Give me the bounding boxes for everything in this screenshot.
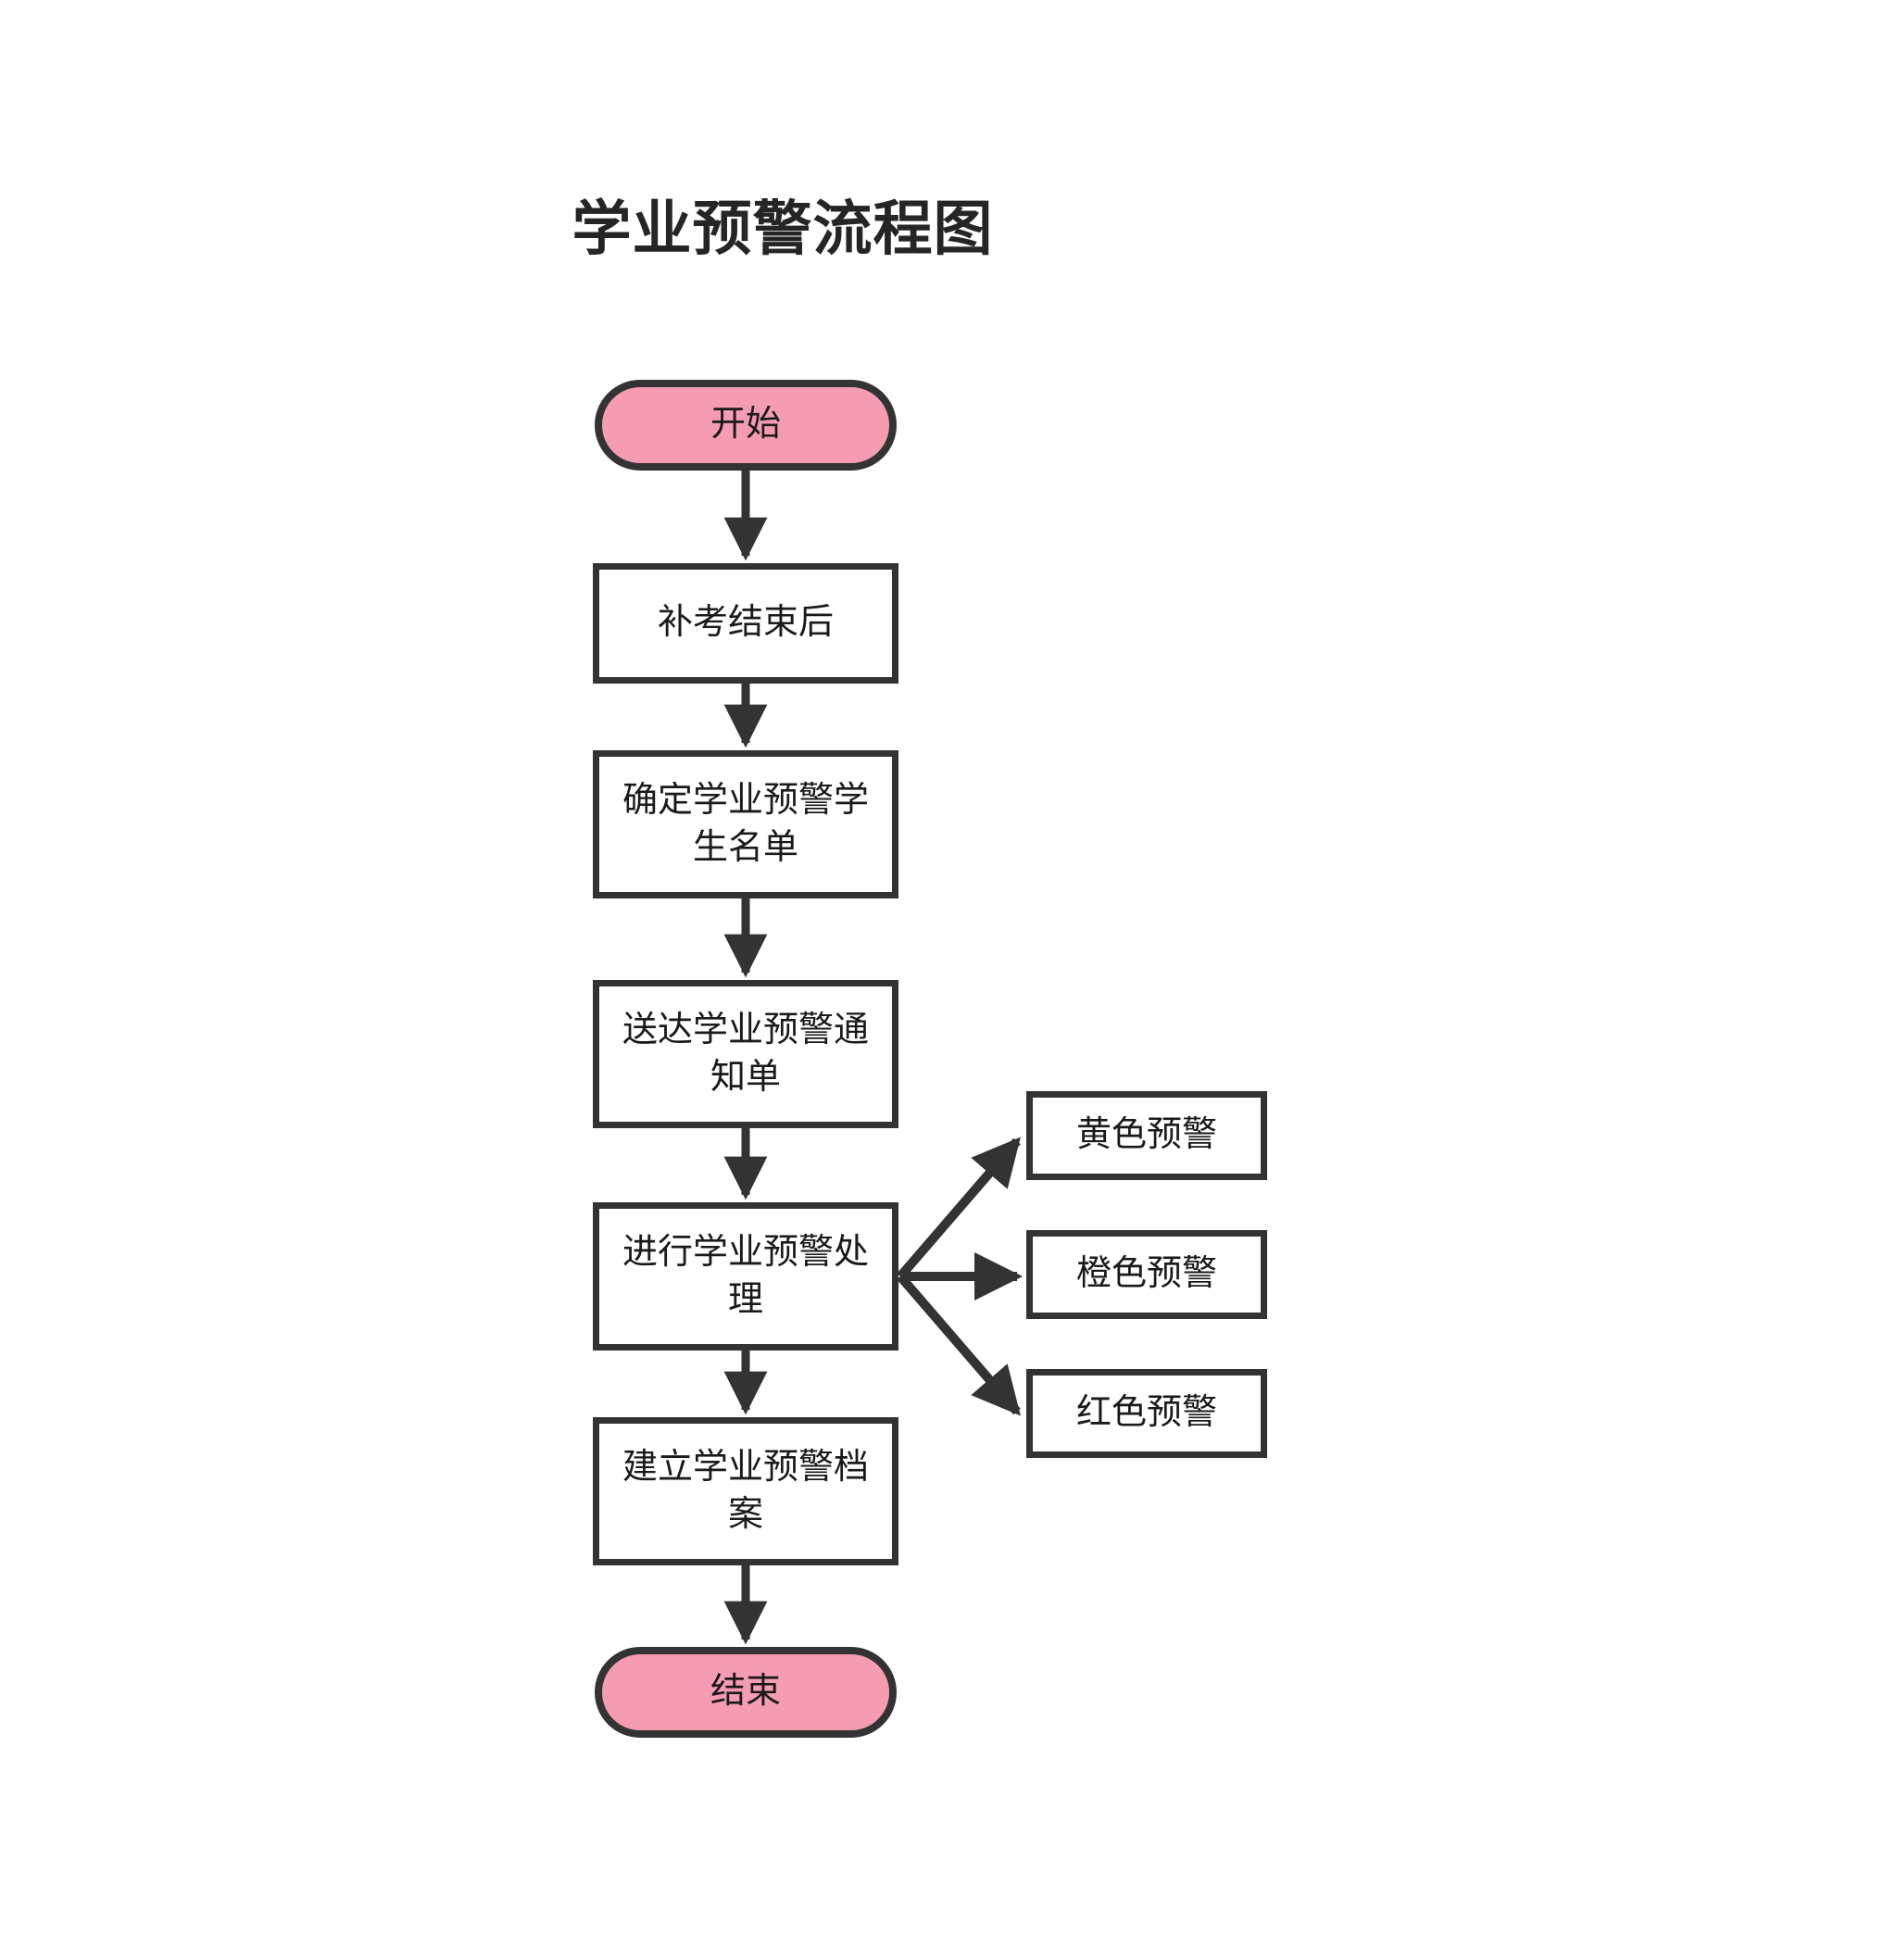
node-red-warning-label: 红色预警 — [1075, 1393, 1217, 1433]
node-end-label: 结束 — [710, 1672, 781, 1712]
node-yellow-warning[interactable]: 黄色预警 — [1026, 1091, 1267, 1180]
node-yellow-warning-label: 黄色预警 — [1075, 1115, 1217, 1155]
node-step3[interactable]: 送达学业预警通知单 — [593, 980, 898, 1128]
edge-step4-red — [897, 1273, 1021, 1416]
node-step1[interactable]: 补考结束后 — [593, 563, 898, 684]
node-step2-label: 确定学业预警学生名单 — [622, 780, 869, 867]
node-step1-label: 补考结束后 — [657, 603, 834, 643]
node-end[interactable]: 结束 — [595, 1647, 897, 1738]
node-start[interactable]: 开始 — [595, 380, 897, 471]
node-step2[interactable]: 确定学业预警学生名单 — [593, 750, 898, 898]
node-step4-label: 进行学业预警处理 — [622, 1232, 869, 1319]
node-step5[interactable]: 建立学业预警档案 — [593, 1417, 898, 1565]
node-step3-label: 送达学业预警通知单 — [622, 1010, 869, 1097]
node-step4[interactable]: 进行学业预警处理 — [593, 1202, 898, 1351]
node-step5-label: 建立学业预警档案 — [622, 1447, 869, 1534]
page-title: 学业预警流程图 — [572, 195, 994, 262]
node-red-warning[interactable]: 红色预警 — [1026, 1369, 1267, 1458]
node-orange-warning[interactable]: 橙色预警 — [1026, 1230, 1267, 1319]
edge-step4-yellow — [897, 1137, 1021, 1280]
node-orange-warning-label: 橙色预警 — [1075, 1254, 1217, 1294]
node-start-label: 开始 — [710, 405, 781, 445]
